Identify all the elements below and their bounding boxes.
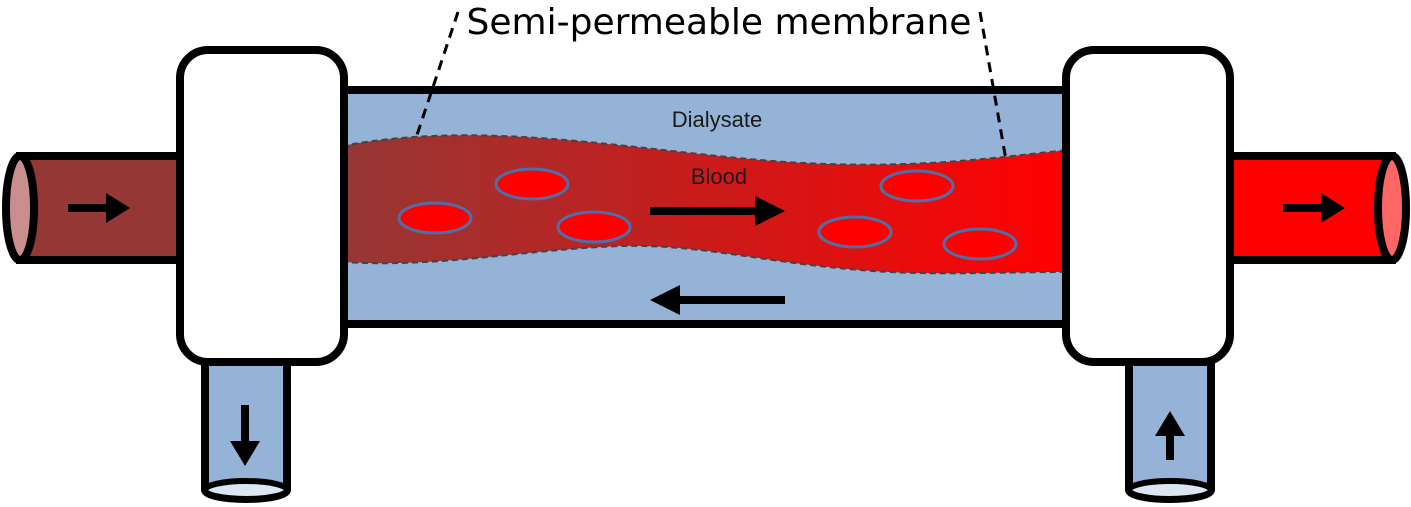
dialysate-outlet-port (201, 358, 291, 503)
arrow-right-icon (1283, 193, 1345, 223)
blood-cell (397, 201, 473, 235)
arrow-right-icon (650, 196, 785, 226)
blood-cell (879, 169, 955, 203)
membrane-callout-right (978, 11, 1008, 161)
blood-cells (397, 167, 1018, 261)
arrow-down-icon (230, 405, 260, 466)
blood-inlet-opening (2, 152, 38, 264)
blood-outlet-opening (1374, 152, 1410, 264)
blood-cell (556, 210, 632, 244)
dialysate-outlet-opening (202, 478, 290, 502)
dialysate-label: Dialysate (672, 107, 762, 132)
blood-outlet-tube (1218, 152, 1410, 264)
blood-cell (942, 227, 1018, 261)
blood-cell (494, 167, 570, 201)
right-header-cap (1062, 46, 1234, 366)
left-header-cap (176, 46, 348, 366)
membrane-callout-left (414, 11, 460, 139)
membrane-upper-edge (341, 134, 1069, 166)
arrow-up-icon (1155, 411, 1185, 460)
blood-label: Blood (691, 164, 747, 189)
dialysate-inlet-port (1125, 358, 1215, 503)
blood-inlet-tube (2, 152, 192, 264)
membrane-lower-edge (341, 244, 1069, 275)
arrow-left-icon (650, 285, 785, 315)
blood-cell (817, 215, 893, 249)
dialysate-inlet-opening (1126, 478, 1214, 502)
arrow-right-icon (68, 193, 130, 223)
membrane-label: Semi-permeable membrane (467, 2, 972, 43)
